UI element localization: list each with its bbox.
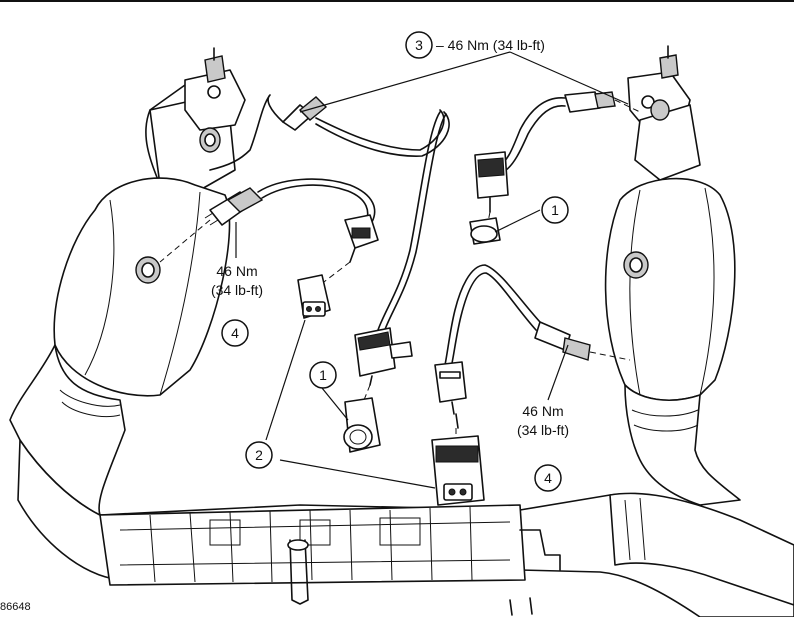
callout-3: 3 — [405, 31, 433, 59]
torque-right-lbft: (34 lb-ft) — [517, 422, 569, 438]
right-downstream-connector — [434, 361, 467, 440]
callout-4-left-number: 4 — [231, 325, 239, 341]
left-upstream-oxygen-sensor — [159, 178, 376, 263]
left-catalytic-converter — [9, 47, 246, 516]
exhaust-y-pipe — [17, 439, 794, 617]
right-upstream-connector — [474, 151, 509, 223]
callout-1-right-number: 1 — [551, 202, 559, 218]
callout-1-right: 1 — [541, 196, 569, 224]
leader-lines — [235, 51, 629, 489]
center-left-connector — [354, 327, 413, 401]
callout-1-left: 1 — [309, 361, 337, 389]
callout-4-left: 4 — [221, 319, 249, 347]
right-catalytic-converter — [604, 45, 741, 506]
right-upstream-mating-connector — [469, 217, 501, 245]
callout-4-right: 4 — [534, 464, 562, 492]
callout-2: 2 — [245, 441, 273, 469]
callout-3-number: 3 — [415, 37, 423, 53]
right-upstream-oxygen-sensor — [499, 91, 641, 171]
callout-1-left-number: 1 — [319, 367, 327, 383]
callout-2-number: 2 — [255, 447, 263, 463]
right-downstream-mating-connector — [431, 435, 485, 506]
torque-label-top: – 46 Nm (34 lb-ft) — [436, 37, 545, 53]
left-upstream-connector — [319, 214, 379, 286]
center-left-mating-connector — [343, 397, 381, 453]
figure-reference: 86648 — [0, 601, 31, 613]
torque-left-lbft: (34 lb-ft) — [211, 282, 263, 298]
torque-right-nm: 46 Nm — [522, 403, 563, 419]
torque-left-nm: 46 Nm — [216, 263, 257, 279]
right-downstream-oxygen-sensor — [444, 264, 631, 369]
callout-4-right-number: 4 — [544, 470, 552, 486]
left-upstream-mating-connector — [297, 274, 331, 319]
